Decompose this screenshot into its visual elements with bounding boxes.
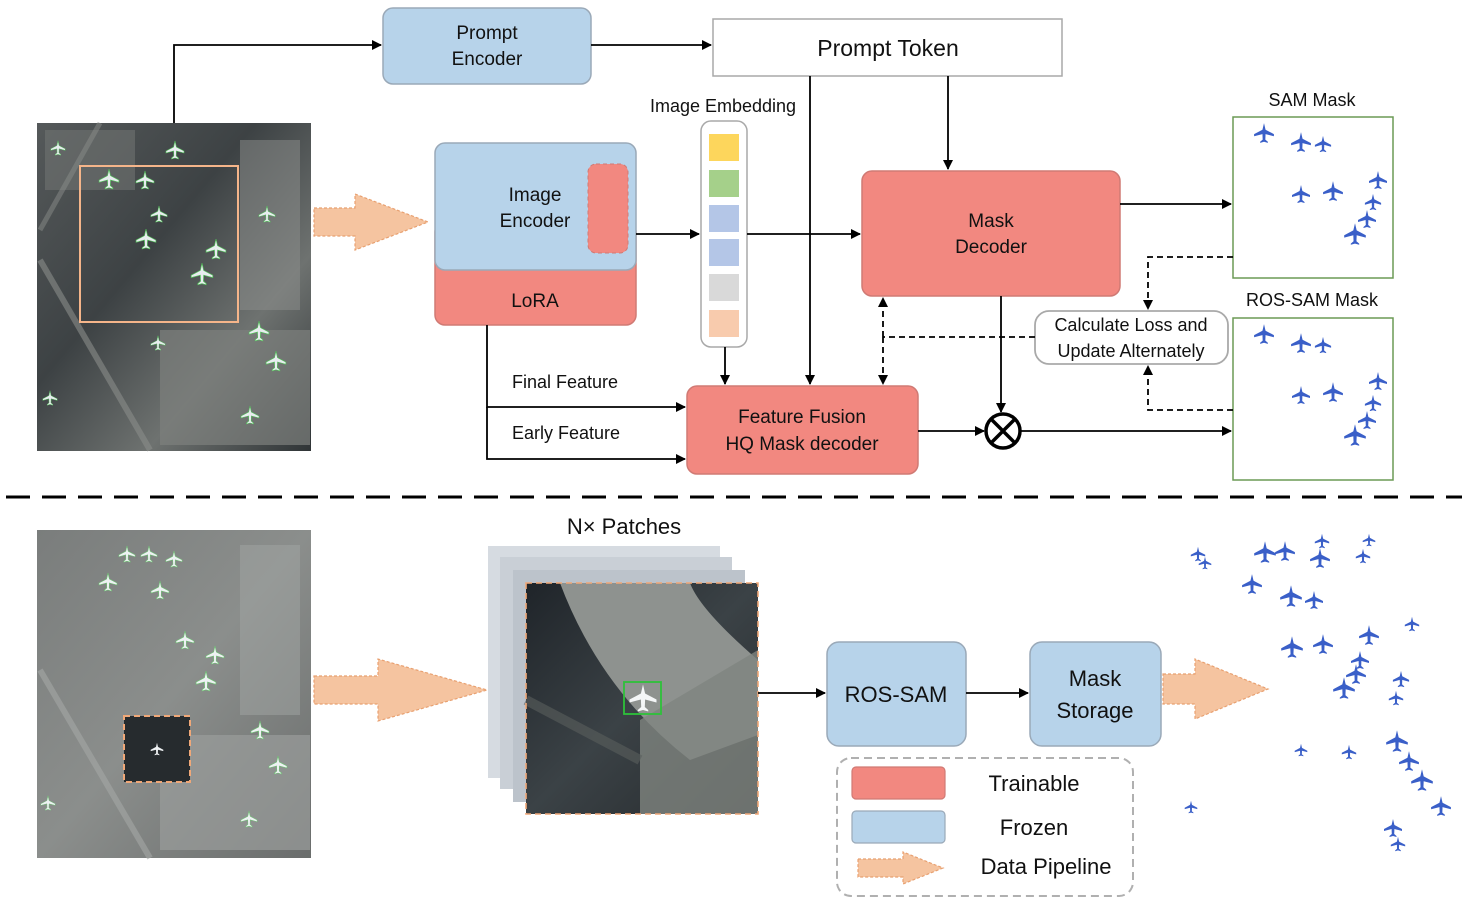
airplane-icon [1280,585,1302,607]
circled-times-icon [984,412,1022,450]
ros-sam-box [826,641,967,747]
calc-loss-label-2: Update Alternately [1057,341,1204,361]
satellite-image-top [37,121,311,452]
embedding-token [709,170,739,197]
airplane-icon [1431,796,1451,816]
airplane-icon [1275,541,1295,561]
airplane-icon [1294,743,1308,757]
fusion-decoder-box [686,385,919,475]
mask-storage-label-2: Storage [1056,698,1133,723]
airplane-icon [1388,690,1404,706]
mask-decoder-box [861,170,1121,297]
pipeline-arrow-bottom-right [1162,658,1270,720]
embedding-token [709,205,739,232]
airplane-icon [1341,744,1357,760]
pipeline-arrow-top [313,193,430,251]
airplane-icon [1310,548,1330,568]
mask-decoder-label-1: Mask [968,211,1014,232]
image-patch [523,582,759,815]
airplane-icon [1254,541,1276,563]
mask-decoder-label-2: Decoder [955,237,1027,258]
airplane-icon [1333,677,1355,699]
airplane-icon [1362,533,1376,547]
airplane-icon [1404,616,1420,632]
sam-mask-label: SAM Mask [1268,90,1356,110]
airplane-icon [1359,625,1379,645]
lora-adapter-inset [587,163,629,254]
fusion-decoder-label-1: Feature Fusion [738,407,866,428]
detection-box [623,681,662,715]
prompt-token-box [712,18,1063,77]
airplane-icon [1384,819,1402,837]
mask-storage-label-1: Mask [1069,666,1123,691]
ros-sam-mask-label: ROS-SAM Mask [1246,290,1379,310]
mask-storage-box [1029,641,1162,747]
airplane-icon [1346,664,1366,684]
image-encoder-label-2: Encoder [500,211,571,232]
ros-sam-label: ROS-SAM [845,682,948,707]
airplane-icon [1399,751,1419,771]
airplane-icon [1386,730,1408,752]
airplane-icon [1198,556,1212,570]
connectors-top [173,40,1232,464]
embedding-token [709,134,739,161]
prompt-token-label: Prompt Token [817,35,958,61]
airplane-icon [1355,548,1371,564]
airplane-icon [1351,651,1369,669]
prompt-encoder-label-1: Prompt [456,23,518,44]
image-encoder-box [434,142,637,271]
early-feature-label: Early Feature [512,423,620,443]
calc-loss-label-1: Calculate Loss and [1054,315,1207,335]
airplane-icon [1190,546,1206,562]
airplane-icon [1314,533,1330,549]
airplane-icon [1390,836,1406,852]
embedding-token [709,310,739,337]
embedding-token [709,274,739,301]
dashed-loss-connectors [878,256,1233,411]
airplane-icon [1184,800,1198,814]
final-feature-label: Final Feature [512,372,618,392]
legend-pipeline-label: Data Pipeline [981,854,1112,879]
legend-swatch-frozen [851,810,946,844]
crop-box [79,165,239,323]
legend-trainable-label: Trainable [989,771,1080,796]
ros-sam-mask-panel [1232,317,1394,481]
lora-label: LoRA [511,291,559,312]
sam-mask-panel [1232,116,1394,279]
image-encoder-label-1: Image [509,185,562,206]
airplane-icon [1281,636,1303,658]
prompt-encoder-box [382,7,592,85]
pipeline-arrow-bottom-left [313,658,490,722]
legend-frozen-label: Frozen [1000,815,1068,840]
legend: Trainable Frozen Data Pipeline [836,757,1134,897]
patches-label: N× Patches [567,514,681,539]
legend-swatch-trainable [851,766,946,800]
airplane-icon [1242,574,1262,594]
airplane-icon [1392,670,1410,688]
prompt-encoder-label-2: Encoder [452,49,523,70]
sliding-window-box [123,715,191,783]
embedding-token [709,239,739,266]
airplane-icon [1411,769,1433,791]
image-embedding-label: Image Embedding [650,96,796,116]
fusion-decoder-label-2: HQ Mask decoder [725,434,879,455]
satellite-image-bottom [37,530,311,860]
legend-swatch-pipeline [857,851,945,885]
airplane-icon [1313,634,1333,654]
airplane-icon [1305,591,1323,609]
